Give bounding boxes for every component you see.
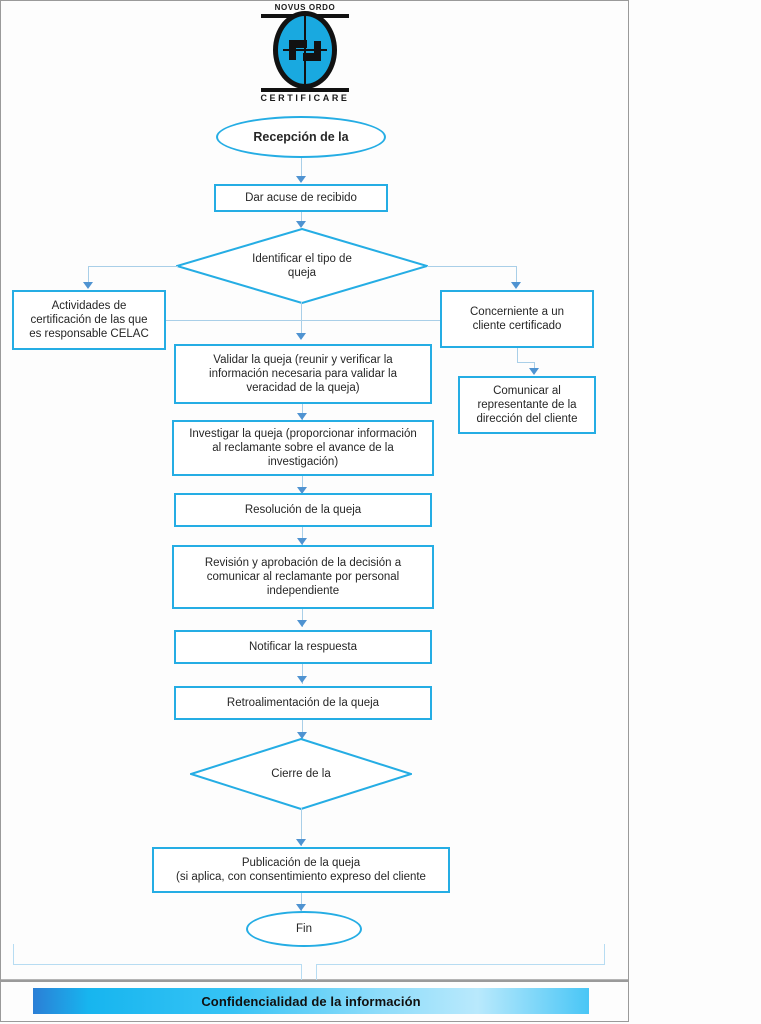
frame-section-divider: [1, 979, 628, 982]
node-label: Notificar la respuesta: [248, 641, 358, 653]
logo-bottom-text: CERTIFICARE: [260, 93, 350, 103]
node-label-line2: información necesaria para validar la: [209, 368, 397, 380]
confidentiality-bracket: [13, 944, 605, 980]
node-label-line1: Actividades de: [51, 300, 127, 312]
certificare-logo: NOVUS ORDO CERTIFICARE: [251, 3, 359, 106]
logo-glyph-icon: [303, 53, 321, 61]
node-label-group: Cierre de la: [190, 738, 412, 810]
node-concerniente-cliente-certificado[interactable]: Concerniente a un cliente certificado: [440, 290, 594, 348]
node-resolucion-de-la-queja[interactable]: Resolución de la queja: [174, 493, 432, 527]
node-label-line3: veracidad de la queja): [246, 382, 360, 394]
node-label-line3: es responsable CELAC: [29, 328, 149, 340]
logo-glyph-icon: [289, 40, 307, 48]
node-investigar-la-queja[interactable]: Investigar la queja (proporcionar inform…: [172, 420, 434, 476]
node-label-line1: Concerniente a un: [470, 306, 564, 318]
node-notificar-la-respuesta[interactable]: Notificar la respuesta: [174, 630, 432, 664]
node-label-line3: investigación): [267, 456, 339, 468]
node-label-line2: (si aplica, con consentimiento expreso d…: [176, 871, 426, 883]
node-dar-acuse-de-recibido[interactable]: Dar acuse de recibido: [214, 184, 388, 212]
node-label-line1: Validar la queja (reunir y verificar la: [213, 354, 393, 366]
node-label-line2: certificación de las que: [30, 314, 148, 326]
node-label-line2: cliente certificado: [472, 320, 562, 332]
node-label-line1: Identificar el tipo de: [252, 253, 352, 265]
node-comunicar-representante-direccion[interactable]: Comunicar al representante de la direcci…: [458, 376, 596, 434]
logo-top-text: NOVUS ORDO: [274, 3, 336, 12]
node-label-line1: Publicación de la queja: [241, 857, 361, 869]
logo-bar-bottom: [261, 88, 349, 92]
node-label: Recepción de la: [253, 130, 349, 144]
node-label: Retroalimentación de la queja: [226, 697, 380, 709]
node-label-line2: al reclamante sobre el avance de la: [212, 442, 394, 454]
node-label-line2: queja: [287, 267, 317, 279]
node-label-line2: representante de la: [477, 399, 577, 411]
node-label-line3: dirección del cliente: [476, 413, 578, 425]
node-recepcion-de-la[interactable]: Recepción de la: [216, 116, 386, 158]
node-revision-y-aprobacion[interactable]: Revisión y aprobación de la decisión a c…: [172, 545, 434, 609]
node-identificar-el-tipo-de-queja[interactable]: Identificar el tipo de queja: [176, 228, 428, 304]
logo-crosshair-horizontal-icon: [283, 49, 327, 51]
node-label-line1: Revisión y aprobación de la decisión a: [204, 557, 402, 569]
page-margin-right: [629, 0, 761, 1024]
diamond-shape-icon: [176, 228, 428, 304]
node-retroalimentacion-de-la-queja[interactable]: Retroalimentación de la queja: [174, 686, 432, 720]
node-label-line3: independiente: [266, 585, 340, 597]
banner-label: Confidencialidad de la información: [201, 993, 421, 1009]
node-label: Fin: [296, 923, 312, 935]
confidentiality-banner: Confidencialidad de la información: [33, 988, 589, 1014]
node-label-line1: Investigar la queja (proporcionar inform…: [189, 428, 417, 440]
node-fin[interactable]: Fin: [246, 911, 362, 947]
node-label: Dar acuse de recibido: [245, 192, 357, 204]
node-cierre-de-la[interactable]: Cierre de la: [190, 738, 412, 810]
node-label: Resolución de la queja: [244, 504, 362, 516]
node-label-line2: comunicar al reclamante por personal: [206, 571, 400, 583]
node-label-line1: Comunicar al: [493, 385, 561, 397]
node-actividades-certificacion-celac[interactable]: Actividades de certificación de las que …: [12, 290, 166, 350]
logo-glyph-icon: [314, 41, 321, 61]
node-label-group: Identificar el tipo de queja: [176, 228, 428, 304]
node-publicacion-de-la-queja[interactable]: Publicación de la queja (si aplica, con …: [152, 847, 450, 893]
node-label: Cierre de la: [271, 768, 331, 780]
node-validar-la-queja[interactable]: Validar la queja (reunir y verificar la …: [174, 344, 432, 404]
